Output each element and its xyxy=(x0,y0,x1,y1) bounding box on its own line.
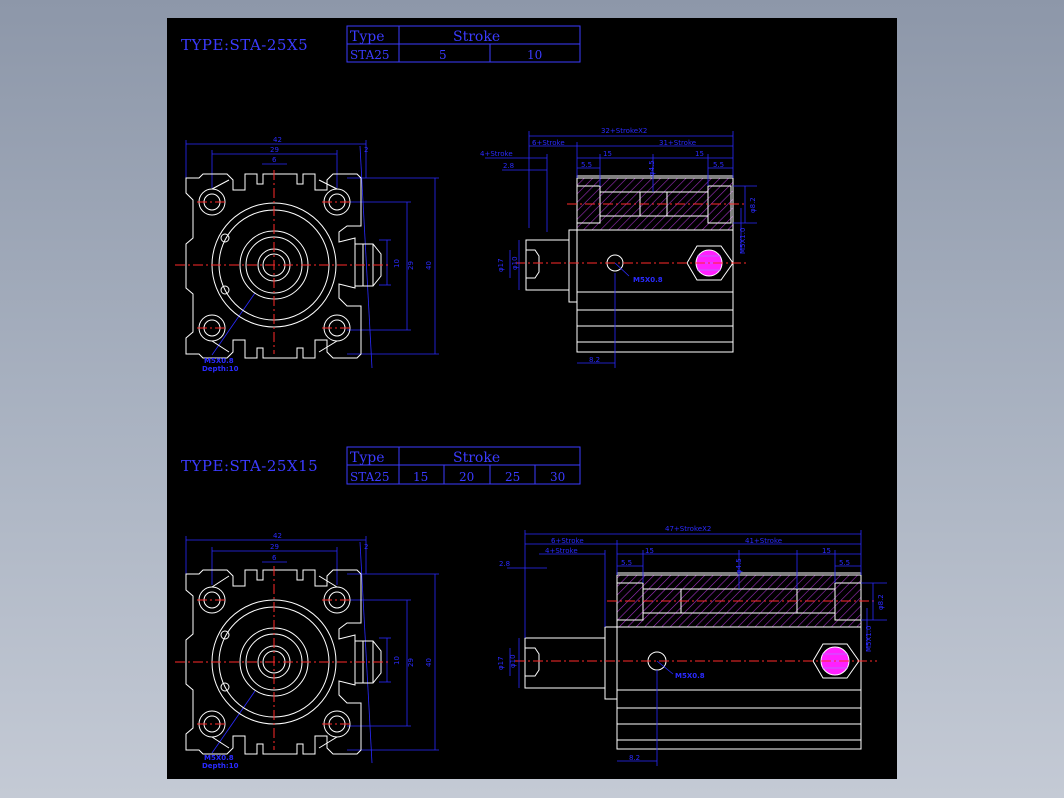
dim-offset: 2 xyxy=(364,146,368,154)
label-port-thread: M5X0.8 xyxy=(675,672,705,680)
dim-body: 31+Stroke xyxy=(659,139,696,147)
dim-rod-inner: φ10 xyxy=(511,256,519,270)
side-view: 32+StrokeX2 6+Stroke 4+Stroke 31+Stroke … xyxy=(480,127,757,368)
dim-total: 32+StrokeX2 xyxy=(601,127,647,135)
dim-key: 6 xyxy=(272,554,277,562)
table-stroke-value: 25 xyxy=(505,470,520,484)
dim-a: 2.8 xyxy=(503,162,514,170)
dim-side-thread: M5X1.0 xyxy=(739,228,747,254)
stroke-table xyxy=(346,25,581,63)
table-header-type: Type xyxy=(350,450,385,466)
table-header-stroke: Stroke xyxy=(453,29,500,45)
dim-height-pitch: 29 xyxy=(407,658,415,667)
dim-e: 5.5 xyxy=(713,161,724,169)
front-view: 42 29 6 2 10 29 40 M5X0.8 Depth:10 xyxy=(175,136,439,373)
dim-a: 2.8 xyxy=(499,560,510,568)
dim-c: 15 xyxy=(645,547,654,555)
dim-height-pitch: 29 xyxy=(407,261,415,270)
dim-rod-inner: φ10 xyxy=(509,654,517,668)
dim-bottom: 8.2 xyxy=(629,754,640,762)
dim-height-total: 40 xyxy=(425,658,433,667)
drawing-title: TYPE:STA-25X15 xyxy=(181,457,318,475)
dim-g: φ8.2 xyxy=(749,197,757,213)
table-stroke-value: 5 xyxy=(439,48,447,62)
table-header-stroke: Stroke xyxy=(453,450,500,466)
label-depth: Depth:10 xyxy=(202,762,239,770)
dim-rod-ext2: 4+Stroke xyxy=(545,547,578,555)
dim-width-total: 42 xyxy=(273,136,282,144)
dim-pitch: 29 xyxy=(270,146,279,154)
dim-offset: 2 xyxy=(364,543,368,551)
drawing-title: TYPE:STA-25X5 xyxy=(181,36,308,54)
dim-key: 6 xyxy=(272,156,277,164)
dim-c: 15 xyxy=(603,150,612,158)
stroke-table xyxy=(346,446,581,485)
label-thread: M5X0.8 xyxy=(204,754,234,762)
dim-port: 10 xyxy=(393,259,401,268)
dim-d: 15 xyxy=(695,150,704,158)
label-port-thread: M5X0.8 xyxy=(633,276,663,284)
dim-rod-dia: φ17 xyxy=(497,258,505,272)
table-header-type: Type xyxy=(350,29,385,45)
dim-total: 47+StrokeX2 xyxy=(665,525,711,533)
dim-e: 5.5 xyxy=(839,559,850,567)
front-view: 42 29 6 2 10 29 40 M5X0.8 Depth:10 xyxy=(175,532,439,770)
dim-b: 5.5 xyxy=(621,559,632,567)
drawing-1: TYPE:STA-25X5 Type Stroke STA25 5 10 xyxy=(175,25,757,373)
dim-height-total: 40 xyxy=(425,261,433,270)
dim-pitch: 29 xyxy=(270,543,279,551)
dim-body: 41+Stroke xyxy=(745,537,782,545)
dim-g: φ8.2 xyxy=(877,594,885,610)
dim-f: φ4.5 xyxy=(648,160,656,176)
dim-b: 5.5 xyxy=(581,161,592,169)
dim-rod-ext2: 4+Stroke xyxy=(480,150,513,158)
cad-drawing-area[interactable]: TYPE:STA-25X5 Type Stroke STA25 5 10 xyxy=(167,18,897,779)
side-view: 47+StrokeX2 6+Stroke 4+Stroke 41+Stroke … xyxy=(497,525,887,766)
table-type-value: STA25 xyxy=(350,470,390,484)
table-stroke-value: 20 xyxy=(459,470,474,484)
label-depth: Depth:10 xyxy=(202,365,239,373)
table-stroke-value: 15 xyxy=(413,470,428,484)
table-stroke-value: 10 xyxy=(527,48,542,62)
dim-rod-ext: 6+Stroke xyxy=(551,537,584,545)
table-stroke-value: 30 xyxy=(550,470,565,484)
dim-bottom: 8.2 xyxy=(589,356,600,364)
dim-f: φ4.5 xyxy=(735,558,743,574)
dim-port: 10 xyxy=(393,656,401,665)
dim-width-total: 42 xyxy=(273,532,282,540)
dim-rod-ext: 6+Stroke xyxy=(532,139,565,147)
label-thread: M5X0.8 xyxy=(204,357,234,365)
cad-drawing-svg: TYPE:STA-25X5 Type Stroke STA25 5 10 xyxy=(175,25,887,770)
dim-side-thread: M5X1.0 xyxy=(865,626,873,652)
dim-rod-dia: φ17 xyxy=(497,656,505,670)
table-type-value: STA25 xyxy=(350,48,390,62)
drawing-2: TYPE:STA-25X15 Type Stroke STA25 15 20 2… xyxy=(175,446,887,770)
dim-d: 15 xyxy=(822,547,831,555)
